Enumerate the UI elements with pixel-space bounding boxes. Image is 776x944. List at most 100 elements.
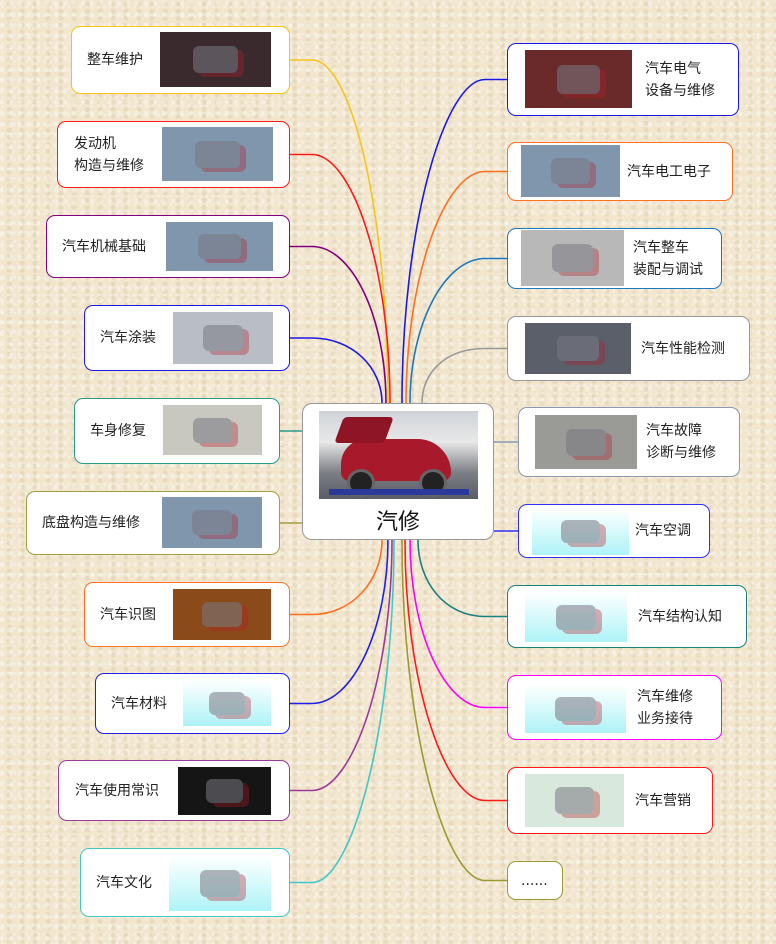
steering-wheel-image [178, 767, 271, 815]
topic-label: 汽车结构认知 [638, 606, 722, 628]
topic-label: 汽车机械基础 [62, 236, 146, 258]
left-connector-3 [290, 245, 387, 404]
left-topic-node[interactable]: 汽车机械基础 [46, 215, 290, 278]
topic-label: 汽车电气设备与维修 [645, 58, 715, 102]
topic-label-line: 诊断与维修 [646, 445, 716, 461]
right-connector-8 [409, 539, 507, 709]
right-topic-node[interactable]: ...... [507, 861, 563, 900]
topic-label-line: 底盘构造与维修 [42, 515, 140, 531]
topic-label: 汽车营销 [635, 790, 691, 812]
topic-label: 汽车使用常识 [75, 780, 159, 802]
left-topic-node[interactable]: 车身修复 [74, 398, 280, 464]
right-topic-node[interactable]: 汽车性能检测 [507, 316, 750, 381]
topic-label-line: 业务接待 [637, 710, 693, 727]
left-connector-4 [290, 337, 383, 404]
left-topic-node[interactable]: 汽车识图 [84, 582, 290, 647]
central-node[interactable]: 汽修 [302, 403, 494, 540]
right-connector-2 [405, 170, 507, 404]
left-connector-10 [290, 539, 395, 884]
topic-label-line: 设备与维修 [645, 82, 715, 99]
meter-and-clamp-image [521, 145, 620, 197]
topic-label: 汽车空调 [635, 520, 691, 542]
topic-label-line: 汽车电工电子 [627, 163, 711, 180]
topic-label: 发动机构造与维修 [74, 133, 144, 177]
topic-label-line: 汽车识图 [100, 606, 156, 623]
left-connector-1 [290, 59, 389, 404]
central-car-image [319, 411, 478, 499]
right-topic-node[interactable]: 汽车空调 [518, 504, 710, 558]
left-topic-node[interactable]: 底盘构造与维修 [26, 491, 280, 555]
right-connector-9 [404, 539, 507, 802]
red-car-model-image [183, 680, 271, 726]
topic-label-line: 装配与调试 [633, 261, 703, 278]
topic-label: 汽车材料 [111, 693, 167, 715]
topic-label: 汽车维修业务接待 [637, 686, 693, 730]
left-topic-node[interactable]: 汽车材料 [95, 673, 290, 734]
left-connector-9 [290, 539, 393, 792]
left-connector-8 [290, 539, 389, 705]
topic-label: 汽车识图 [100, 604, 156, 626]
left-topic-node[interactable]: 汽车使用常识 [58, 760, 290, 821]
left-topic-node[interactable]: 汽车文化 [80, 848, 290, 917]
topic-label-line: 汽车材料 [111, 695, 167, 712]
right-topic-node[interactable]: 汽车故障诊断与维修 [518, 407, 740, 477]
topic-label: 汽车故障诊断与维修 [646, 420, 716, 464]
topic-label: 汽车涂装 [100, 327, 156, 349]
topic-label-line: 汽车营销 [635, 792, 691, 809]
right-topic-node[interactable]: 汽车电工电子 [507, 142, 733, 201]
topic-label-line: 汽车机械基础 [62, 238, 146, 255]
topic-label: 整车维护 [87, 49, 143, 71]
multimeter-engine-image [525, 50, 632, 108]
topic-label-line: 发动机 [74, 135, 116, 152]
engine-model-image [162, 127, 273, 181]
topic-label: 汽车整车装配与调试 [633, 237, 703, 281]
central-title: 汽修 [375, 510, 420, 535]
topic-label-line: 车身修复 [90, 423, 146, 439]
paint-booth-car-image [173, 312, 273, 364]
gearbox-shaft-image [166, 222, 273, 271]
suv-assembly-image [521, 230, 624, 286]
topic-label-line: 构造与维修 [74, 157, 144, 174]
right-connector-10 [401, 539, 507, 882]
right-topic-node[interactable]: 汽车维修业务接待 [507, 675, 722, 740]
left-topic-node[interactable]: 发动机构造与维修 [57, 121, 290, 188]
topic-label-line: 汽车涂装 [100, 330, 156, 346]
repair-reception-image [525, 685, 626, 733]
topic-label: 底盘构造与维修 [42, 512, 140, 534]
engine-bay-photo-image [160, 32, 271, 87]
ac-components-image [532, 508, 629, 555]
right-connector-3 [409, 257, 507, 404]
topic-label-line: 汽车结构认知 [638, 608, 722, 625]
topic-label-line: 汽车维修 [637, 688, 693, 705]
topic-label-line: 整车维护 [87, 52, 143, 68]
topic-label-line: 汽车电气 [645, 60, 701, 77]
drawing-board-image [173, 589, 271, 640]
sales-consultant-image [525, 774, 624, 827]
right-topic-node[interactable]: 汽车电气设备与维修 [507, 43, 739, 116]
right-topic-node[interactable]: 汽车营销 [507, 767, 713, 834]
topic-label: ...... [521, 870, 548, 892]
topic-label: 汽车文化 [96, 872, 152, 894]
topic-label: 汽车性能检测 [641, 338, 725, 360]
benz-tricycle-image [169, 856, 271, 911]
performance-test-rig-image [525, 323, 631, 374]
left-connector-7 [290, 539, 383, 616]
topic-label-line: 汽车使用常识 [75, 782, 159, 799]
topic-label-line: 汽车整车 [633, 239, 689, 256]
topic-label-line: ...... [521, 872, 548, 889]
topic-label: 汽车电工电子 [627, 161, 711, 183]
right-topic-node[interactable]: 汽车整车装配与调试 [507, 228, 722, 289]
topic-label-line: 汽车性能检测 [641, 340, 725, 357]
topic-label: 车身修复 [90, 420, 146, 442]
topic-label-line: 汽车空调 [635, 523, 691, 539]
left-topic-node[interactable]: 汽车涂装 [84, 305, 290, 371]
right-connector-4 [421, 347, 507, 404]
right-topic-node[interactable]: 汽车结构认知 [507, 585, 747, 648]
left-topic-node[interactable]: 整车维护 [71, 26, 290, 94]
chassis-parts-image [162, 497, 262, 548]
topic-label-line: 汽车文化 [96, 874, 152, 891]
body-repair-bench-image [163, 405, 262, 455]
left-connector-2 [290, 153, 391, 404]
right-connector-7 [417, 539, 507, 618]
